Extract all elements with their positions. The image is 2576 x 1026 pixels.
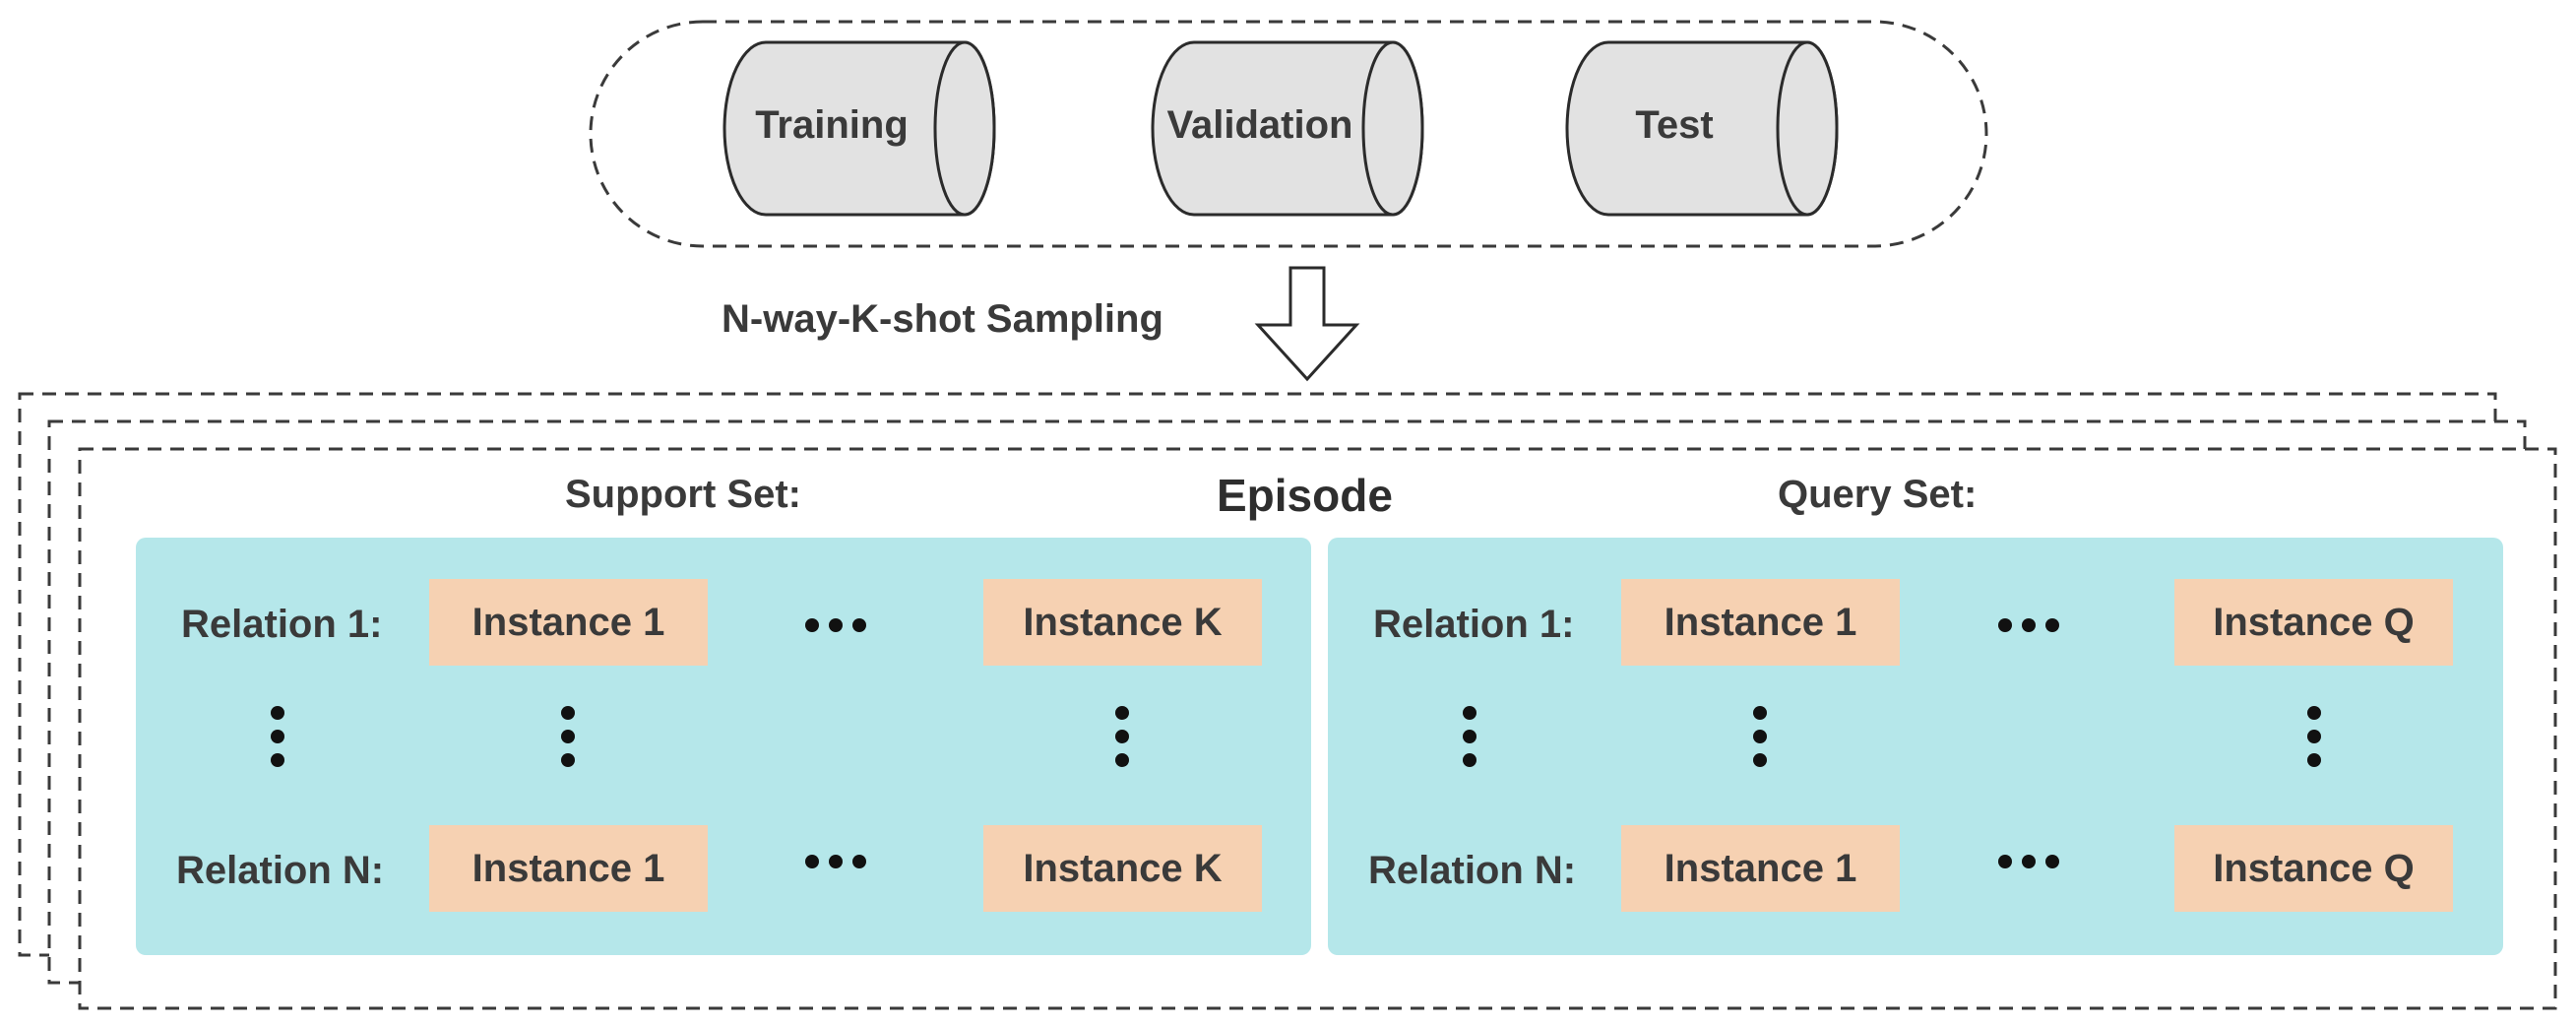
support-row-n-ellipsis bbox=[805, 855, 866, 868]
support-instance-1-vertical-ellipsis bbox=[561, 706, 575, 767]
support-set-header: Support Set: bbox=[565, 473, 801, 516]
query-instance-1-row-n: Instance 1 bbox=[1621, 825, 1900, 912]
down-arrow-icon bbox=[1254, 266, 1360, 382]
query-row-n-ellipsis bbox=[1998, 855, 2059, 868]
query-instance-q-row-1: Instance Q bbox=[2174, 579, 2453, 666]
support-relation-n-label: Relation N: bbox=[176, 849, 385, 892]
query-instance-1-vertical-ellipsis bbox=[1753, 706, 1767, 767]
test-label: Test bbox=[1635, 103, 1714, 147]
episode-title: Episode bbox=[1217, 470, 1393, 521]
query-row-1-ellipsis bbox=[1998, 618, 2059, 632]
validation-label: Validation bbox=[1166, 103, 1353, 147]
validation-cylinder-icon bbox=[1151, 40, 1424, 217]
support-row-1-ellipsis bbox=[805, 618, 866, 632]
training-cylinder-icon bbox=[723, 40, 996, 217]
support-instance-k-row-1: Instance K bbox=[983, 579, 1262, 666]
query-instance-q-vertical-ellipsis bbox=[2307, 706, 2321, 767]
query-relation-1-label: Relation 1: bbox=[1373, 603, 1575, 646]
support-relation-vertical-ellipsis bbox=[271, 706, 284, 767]
dataset-container bbox=[589, 20, 1988, 248]
support-relation-1-label: Relation 1: bbox=[181, 603, 383, 646]
training-label: Training bbox=[755, 103, 909, 147]
query-relation-vertical-ellipsis bbox=[1463, 706, 1476, 767]
sampling-label: N-way-K-shot Sampling bbox=[722, 297, 1163, 341]
support-instance-1-row-n: Instance 1 bbox=[429, 825, 708, 912]
support-instance-k-row-n: Instance K bbox=[983, 825, 1262, 912]
query-relation-n-label: Relation N: bbox=[1368, 849, 1577, 892]
query-instance-1-row-1: Instance 1 bbox=[1621, 579, 1900, 666]
query-set-header: Query Set: bbox=[1778, 473, 1978, 516]
support-instance-k-vertical-ellipsis bbox=[1115, 706, 1129, 767]
test-cylinder-icon bbox=[1565, 40, 1839, 217]
query-instance-q-row-n: Instance Q bbox=[2174, 825, 2453, 912]
support-instance-1-row-1: Instance 1 bbox=[429, 579, 708, 666]
